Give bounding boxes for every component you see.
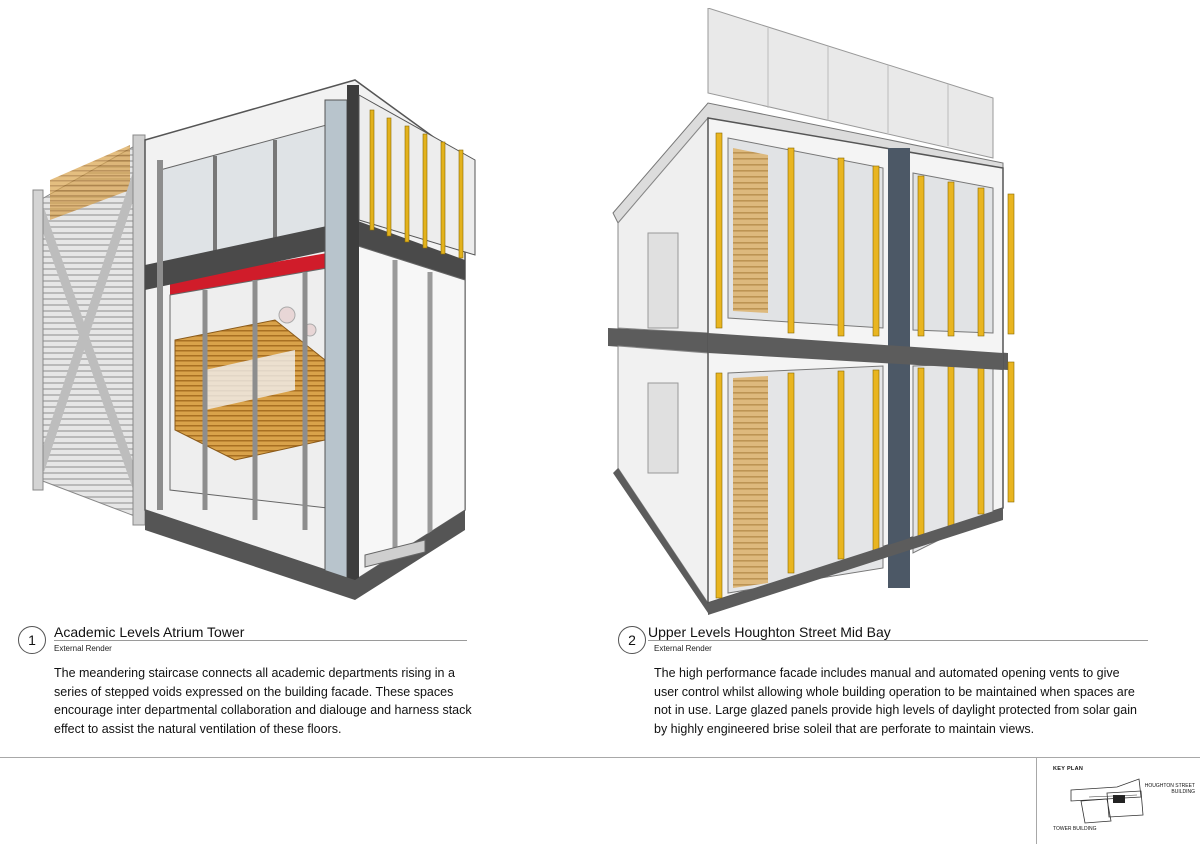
panel-description: The high performance facade includes man…	[654, 666, 1137, 736]
panel-subtitle: External Render	[654, 644, 712, 653]
panel-title: Upper Levels Houghton Street Mid Bay	[648, 624, 891, 640]
panel-subtitle: External Render	[54, 644, 112, 653]
key-plan-label-houghton: HOUGHTON STREET BUILDING	[1145, 783, 1195, 795]
key-plan: KEY PLAN HOUGHTON STREET BUILDING TOWER …	[1036, 757, 1200, 844]
atrium-tower-render	[25, 40, 485, 610]
houghton-street-mid-bay-render	[608, 8, 1038, 618]
key-plan-diagram	[1070, 778, 1144, 824]
key-plan-label-line1: HOUGHTON STREET	[1144, 783, 1195, 789]
key-plan-label-tower: TOWER BUILDING	[1053, 826, 1097, 832]
panel-number-badge: 1	[18, 626, 46, 654]
key-plan-label-line2: BUILDING	[1171, 789, 1195, 795]
panel-description: The meandering staircase connects all ac…	[54, 666, 472, 736]
caption-divider	[54, 640, 467, 641]
caption-divider	[648, 640, 1148, 641]
footer-divider	[0, 757, 1200, 758]
panel-number-badge: 2	[618, 626, 646, 654]
panel-title: Academic Levels Atrium Tower	[54, 624, 245, 640]
key-plan-title: KEY PLAN	[1053, 766, 1084, 772]
